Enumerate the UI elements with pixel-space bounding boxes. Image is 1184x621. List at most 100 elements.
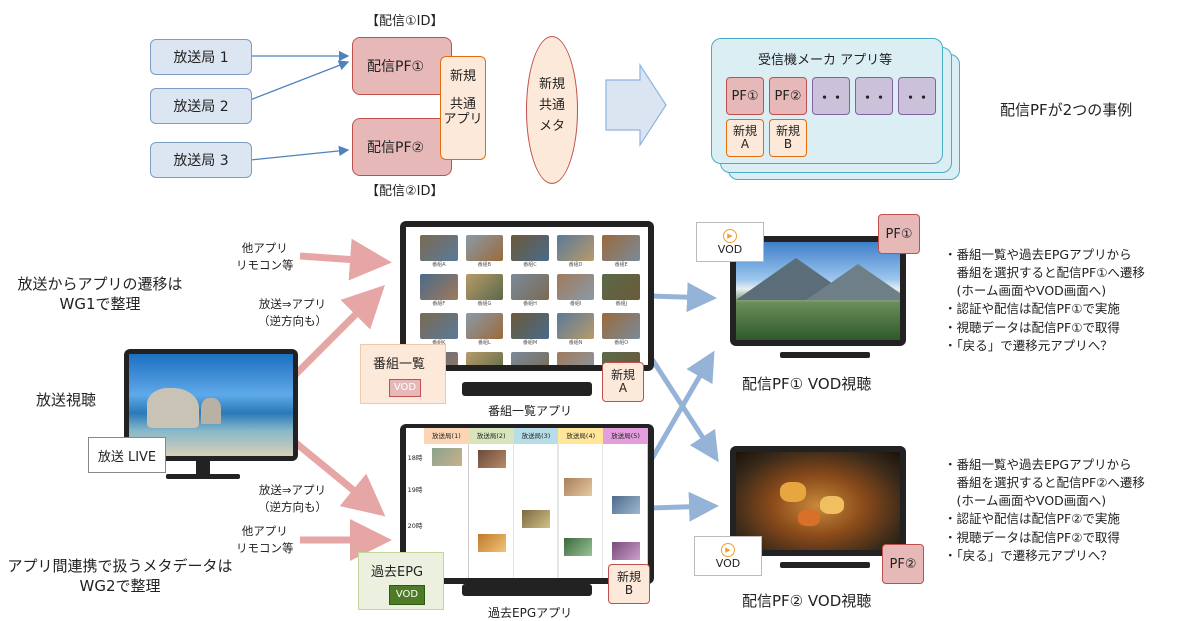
- program-thumb[interactable]: 番組F: [420, 274, 458, 307]
- program-thumb-image: [465, 235, 504, 261]
- live-tag: 放送 LIVE: [88, 437, 166, 473]
- vod2-note-6: ・「戻る」で遷移元アプリへ？: [944, 547, 1113, 563]
- program-thumb[interactable]: 番組G: [465, 274, 504, 307]
- program-thumb-image: [511, 235, 549, 261]
- receiver-chip-other-3: ・・: [898, 77, 936, 115]
- program-thumb[interactable]: 番組K: [420, 313, 458, 346]
- receiver-new-b: 新規 B: [769, 119, 807, 157]
- pf1-label: 配信PF①: [367, 59, 425, 75]
- bcast-to-app-top-line2: （逆方向も）: [258, 313, 327, 328]
- program-thumb-caption: 番組O: [614, 340, 629, 346]
- receiver-new-b-line1: 新規: [775, 123, 800, 138]
- program-thumb-image: [511, 274, 549, 300]
- vod2-note-2: 番組を選択すると配信PF②へ遷移: [944, 475, 1145, 491]
- vod2-tv-base: [780, 562, 870, 568]
- program-thumb-image: [465, 313, 504, 339]
- program-thumb[interactable]: 番組R: [511, 352, 549, 365]
- program-thumb[interactable]: 番組O: [602, 313, 640, 346]
- program-thumb-caption: 番組E: [614, 262, 628, 268]
- program-thumb[interactable]: 番組I: [556, 274, 595, 307]
- program-thumb[interactable]: 番組M: [511, 313, 549, 346]
- broadcast-viewing-label: 放送視聴: [36, 391, 97, 409]
- epg-vod-chip: VOD: [389, 585, 425, 605]
- other-app-top-line1: 他アプリ: [241, 241, 288, 255]
- vod2-pf-tag: PF②: [882, 544, 924, 584]
- program-thumb-caption: 番組H: [523, 301, 537, 307]
- arrow-list-to-vod1: [649, 282, 717, 313]
- arrow-b2-pf1: [249, 60, 350, 101]
- example-caption: 配信PFが2つの事例: [1000, 101, 1133, 119]
- program-thumb-caption: 番組J: [615, 301, 627, 307]
- vod1-note-3: (ホーム画面やVOD画面へ): [944, 283, 1107, 299]
- wg2-note-line1: アプリ間連携で扱うメタデータは: [7, 557, 233, 575]
- vod2-note-3: (ホーム画面やVOD画面へ): [944, 493, 1107, 509]
- program-list-new-a-line1: 新規: [610, 367, 635, 382]
- wg1-note: 放送からアプリの遷移は WG1で整理: [10, 274, 190, 315]
- vod2-tv: [730, 446, 906, 556]
- bcast-to-app-bottom-label: 放送⇒アプリ （逆方向も）: [258, 482, 327, 515]
- program-thumb[interactable]: 番組N: [556, 313, 595, 346]
- mountain-shape-2: [806, 264, 900, 300]
- program-thumb[interactable]: 番組A: [420, 235, 458, 268]
- epg-thumb-3: [564, 478, 592, 496]
- wg1-note-line1: 放送からアプリの遷移は: [17, 275, 183, 293]
- vod1-pf-tag: PF①: [878, 214, 920, 254]
- program-thumb[interactable]: 番組H: [511, 274, 549, 307]
- food-piece-2: [820, 496, 844, 514]
- epg-header-4: 放送局(4): [558, 428, 604, 444]
- epg-new-b: 新規 B: [608, 564, 650, 604]
- receiver-chip-pf2: PF②: [769, 77, 807, 115]
- bcast-to-app-bottom-line1: 放送⇒アプリ: [258, 483, 327, 497]
- epg-thumb-2: [478, 450, 506, 468]
- program-thumb-caption: 番組C: [523, 262, 537, 268]
- program-thumb-image: [465, 274, 504, 300]
- epg-thumb-7: [564, 538, 592, 556]
- program-thumb[interactable]: 番組T: [602, 352, 640, 365]
- broadcast-tv-stand: [196, 461, 210, 475]
- epg-time-20: 20時: [407, 522, 423, 530]
- play-icon: ▶: [721, 542, 735, 557]
- food-piece-3: [798, 510, 820, 526]
- vod1-vod-label: VOD: [717, 242, 743, 256]
- vod1-vod-tag: ▶ VOD: [696, 222, 764, 262]
- epg-grid: 放送局(1) 放送局(2) 放送局(3) 放送局(4) 放送局(5) 18時 1…: [406, 428, 648, 578]
- program-thumb[interactable]: 番組E: [602, 235, 640, 268]
- program-thumb-caption: 番組G: [477, 301, 492, 307]
- program-thumb[interactable]: 番組L: [465, 313, 504, 346]
- program-thumb-image: [511, 352, 549, 365]
- epg-header-3: 放送局(3): [513, 428, 559, 444]
- vod1-tv-base: [780, 352, 870, 358]
- epg-time-18: 18時: [407, 454, 423, 462]
- epg-new-b-line2: B: [624, 583, 634, 597]
- wg2-note-line2: WG2で整理: [79, 577, 161, 596]
- program-thumb-image: [465, 352, 504, 365]
- vod2-caption: 配信PF② VOD視聴: [742, 592, 872, 610]
- program-thumb-image: [556, 274, 595, 300]
- pf2-id-label: 【配信②ID】: [366, 184, 444, 199]
- vod2-notes: ・番組一覧や過去EPGアプリから 番組を選択すると配信PF②へ遷移 (ホーム画面…: [944, 456, 1145, 565]
- new-common-meta-line3: メタ: [538, 118, 565, 134]
- new-common-meta-line2: 共通: [538, 97, 565, 113]
- program-thumb[interactable]: 番組C: [511, 235, 549, 268]
- program-thumb[interactable]: 番組D: [556, 235, 595, 268]
- vod2-note-1: ・番組一覧や過去EPGアプリから: [944, 457, 1132, 472]
- program-thumb-image: [556, 352, 595, 365]
- program-thumb[interactable]: 番組Q: [465, 352, 504, 365]
- program-thumb[interactable]: 番組B: [465, 235, 504, 268]
- wg2-note: アプリ間連携で扱うメタデータは WG2で整理: [0, 556, 240, 597]
- epg-new-b-line1: 新規: [616, 569, 641, 584]
- program-list-new-a: 新規 A: [602, 362, 644, 402]
- pf1-box: 配信PF①: [352, 37, 452, 95]
- bcast-to-app-bottom-line2: （逆方向も）: [258, 499, 327, 514]
- program-list-tag-label: 番組一覧: [373, 357, 426, 372]
- other-app-bottom-line2: リモコン等: [236, 540, 294, 555]
- broadcaster-1: 放送局 1: [150, 39, 252, 75]
- broadcaster-3: 放送局 3: [150, 142, 252, 178]
- program-thumb[interactable]: 番組J: [602, 274, 640, 307]
- program-thumb[interactable]: 番組S: [556, 352, 595, 365]
- program-list-tag: 番組一覧 VOD: [360, 344, 446, 404]
- new-common-app-line2: 共通: [449, 96, 476, 112]
- bcast-to-app-top-label: 放送⇒アプリ （逆方向も）: [258, 296, 327, 329]
- vod1-note-6: ・「戻る」で遷移元アプリへ？: [944, 337, 1113, 353]
- new-common-app-line3: アプリ: [443, 112, 483, 127]
